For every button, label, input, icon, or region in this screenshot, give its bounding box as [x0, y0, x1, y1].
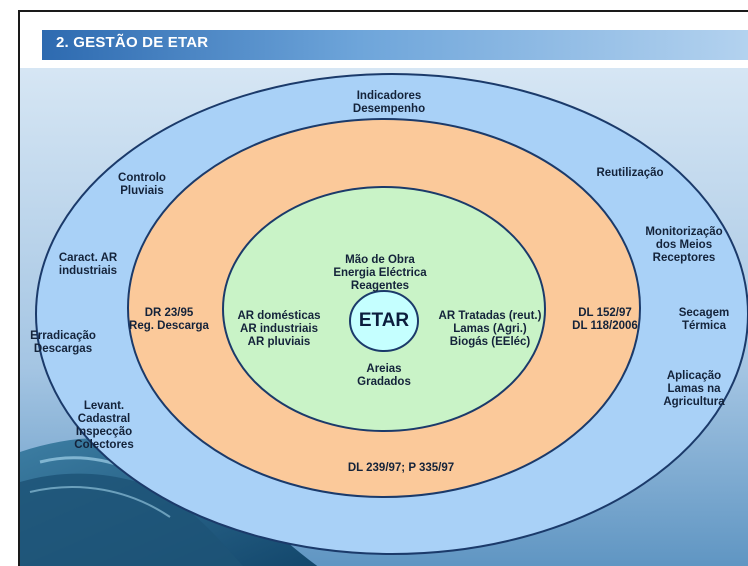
- label-mao-de-obra: Mão de Obra Energia Eléctrica Reagentes: [333, 254, 427, 292]
- label-caract-ar-industriais: Caract. AR industriais: [58, 252, 118, 277]
- label-reutilizacao: Reutilização: [596, 167, 664, 179]
- label-dl-239-97: DL 239/97; P 335/97: [347, 462, 455, 474]
- label-controlo-pluviais: Controlo Pluviais: [118, 172, 166, 197]
- label-indicadores-desempenho: Indicadores Desempenho: [352, 90, 426, 115]
- label-ar-domesticas: AR domésticas AR industriais AR pluviais: [237, 310, 321, 348]
- title-strip: [42, 30, 748, 60]
- label-dr-23-95: DR 23/95 Reg. Descarga: [129, 307, 209, 332]
- label-aplicacao-lamas: Aplicação Lamas na Agricultura: [663, 370, 725, 408]
- label-ar-tratadas: AR Tratadas (reut.) Lamas (Agri.) Biogás…: [438, 310, 542, 348]
- core-circle: [349, 290, 419, 352]
- label-secagem-termica: Secagem Térmica: [678, 307, 730, 332]
- core-label: ETAR: [358, 310, 410, 331]
- background-wave-art: [20, 68, 748, 566]
- slide-title: 2. GESTÃO DE ETAR: [56, 34, 209, 51]
- label-dl-152-97: DL 152/97 DL 118/2006: [572, 307, 638, 332]
- slide: 2. GESTÃO DE ETAR ETAR Indicadores Desem…: [18, 10, 748, 566]
- label-erradicacao-descargas: Erradicação Descargas: [30, 330, 96, 355]
- label-monitorizacao: Monitorização dos Meios Receptores: [645, 226, 723, 264]
- label-areias-gradados: Areias Gradados: [357, 363, 411, 388]
- label-levant-cadastral: Levant. Cadastral Inspecção Colectores: [74, 400, 134, 451]
